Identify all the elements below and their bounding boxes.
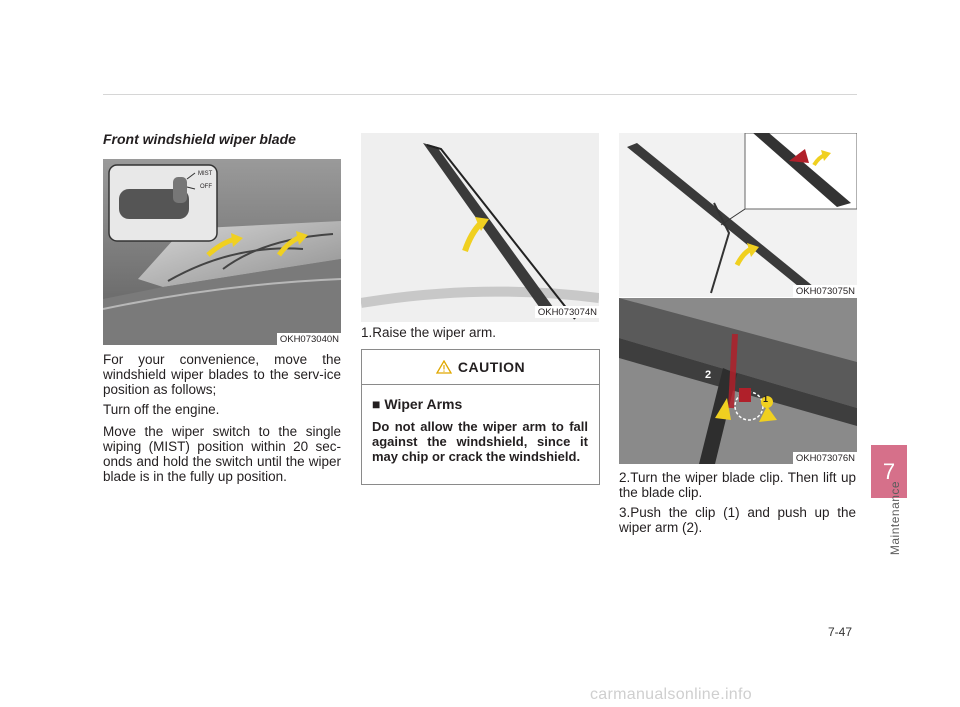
- intro-paragraph: For your convenience, move the windshiel…: [103, 352, 341, 397]
- figure-code: OKH073075N: [792, 285, 857, 297]
- windshield-illustration: [103, 159, 341, 345]
- step-1: 1.Raise the wiper arm.: [361, 325, 497, 340]
- mist-label: MIST: [198, 171, 213, 177]
- step-2: 2.Turn the wiper blade clip. Then lift u…: [619, 470, 856, 500]
- mist-paragraph: Move the wiper switch to the single wipi…: [103, 424, 341, 484]
- step-3: 3.Push the clip (1) and push up the wipe…: [619, 505, 856, 535]
- figure-raise-arm: OKH073074N: [361, 133, 599, 322]
- figure-code: OKH073040N: [276, 333, 341, 345]
- caution-header: CAUTION: [362, 350, 599, 384]
- callout-1: 1: [763, 394, 769, 404]
- watermark-text: carmanualsonline.info: [590, 686, 752, 703]
- figure-code: OKH073076N: [792, 452, 857, 464]
- header-rule: [103, 94, 857, 95]
- page-number: 7-47: [828, 625, 853, 639]
- figure-push-clip: 1 2 OKH073076N: [619, 298, 857, 464]
- chapter-label: Maintenance: [888, 480, 902, 556]
- engine-off-paragraph: Turn off the engine.: [103, 402, 220, 417]
- caution-body: Do not allow the wiper arm to fall again…: [372, 419, 588, 464]
- warning-triangle-icon: [435, 360, 452, 374]
- callout-2: 2: [705, 369, 712, 381]
- figure-code: OKH073074N: [534, 306, 599, 318]
- caution-subtitle: ■ Wiper Arms: [372, 396, 462, 412]
- figure-blade-clip: OKH073075N: [619, 133, 857, 297]
- caution-subtitle-text: Wiper Arms: [384, 396, 463, 412]
- section-title: Front windshield wiper blade: [103, 131, 296, 147]
- push-clip-illustration: [619, 298, 857, 464]
- raised-arm-illustration: [361, 133, 599, 322]
- caution-title: CAUTION: [457, 359, 526, 375]
- chapter-tab: 7: [871, 445, 907, 498]
- off-label: OFF: [200, 184, 212, 190]
- caution-box: CAUTION ■ Wiper Arms Do not allow the wi…: [361, 349, 600, 485]
- caution-divider: [362, 384, 599, 385]
- bullet-square-icon: ■: [372, 396, 381, 412]
- blade-clip-illustration: [619, 133, 857, 297]
- figure-wiper-switch: MIST OFF OKH073040N: [103, 159, 341, 345]
